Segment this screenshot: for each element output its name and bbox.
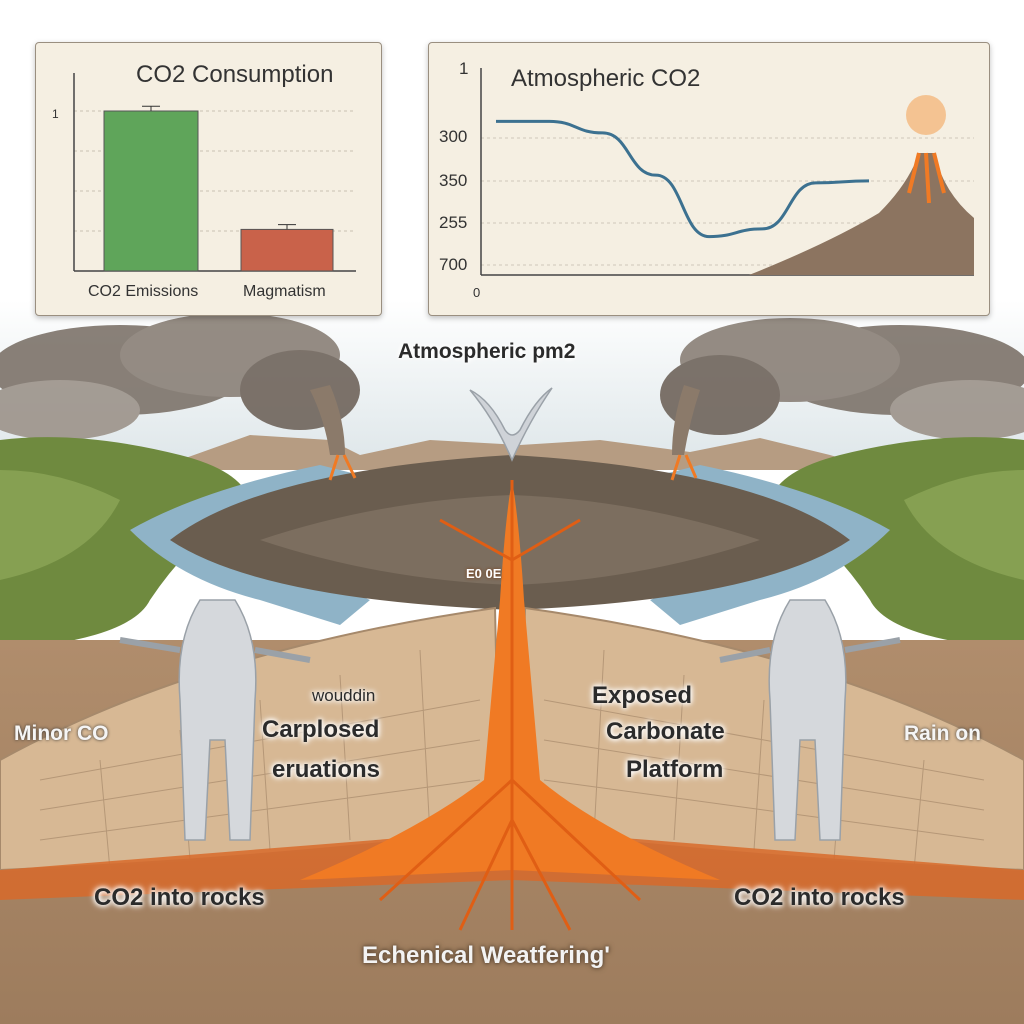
spirit-figure-right	[719, 599, 901, 841]
left-small-label: wouddin	[312, 686, 376, 705]
line-y-tick: 300	[439, 127, 468, 146]
bar-category-label: CO2 Emissions	[88, 283, 199, 300]
left-label-line2: eruations	[272, 756, 381, 783]
smoke-left	[0, 313, 360, 440]
line-y-tick: 350	[439, 171, 468, 190]
line-y-tick: 255	[439, 213, 468, 232]
far-mountains	[180, 435, 880, 470]
bottom-label: Echenical Weatfering'	[362, 942, 611, 969]
line-chart-panel: Atmospheric CO2 1 300 350 255 700 0	[428, 42, 990, 316]
spirit-figure-left	[119, 599, 311, 841]
left-label-line1: Carplosed	[262, 716, 380, 743]
bar	[240, 228, 334, 272]
line-x-tick: 0	[473, 285, 481, 300]
right-bottom-label: CO2 into rocks	[734, 884, 905, 911]
right-label-line1: Exposed	[592, 682, 693, 709]
smoke-right	[660, 318, 1024, 440]
series-line	[496, 119, 870, 239]
line-chart	[480, 68, 974, 276]
bar-chart	[73, 73, 356, 272]
plume-left	[310, 385, 345, 455]
bar-chart-title: CO2 Consumption	[136, 61, 334, 88]
top-label: Atmospheric pm2	[398, 340, 576, 363]
right-rain-label: Rain on	[904, 722, 981, 745]
plume-right	[672, 385, 700, 455]
bar-chart-panel: CO2 Consumption 1 CO2 Emissions Magmatis…	[35, 42, 382, 316]
bar-y-tick: 1	[52, 107, 59, 121]
line-chart-title: Atmospheric CO2	[511, 65, 701, 92]
lava-conduit	[300, 480, 720, 880]
bar	[103, 110, 199, 272]
line-y-tick: 1	[459, 59, 469, 78]
spirit-bird	[469, 387, 553, 462]
right-label-line2: Carbonate	[606, 718, 725, 745]
center-label: E0 0E	[466, 566, 502, 581]
line-y-tick: 700	[439, 255, 468, 274]
volcano-burst	[906, 95, 946, 135]
bar-category-label: Magmatism	[243, 283, 326, 300]
right-label-line3: Platform	[626, 756, 724, 783]
left-bottom-label: CO2 into rocks	[94, 884, 265, 911]
left-minor-label: Minor CO	[14, 722, 109, 745]
volcano-lava	[907, 152, 946, 204]
volcano	[749, 153, 974, 275]
